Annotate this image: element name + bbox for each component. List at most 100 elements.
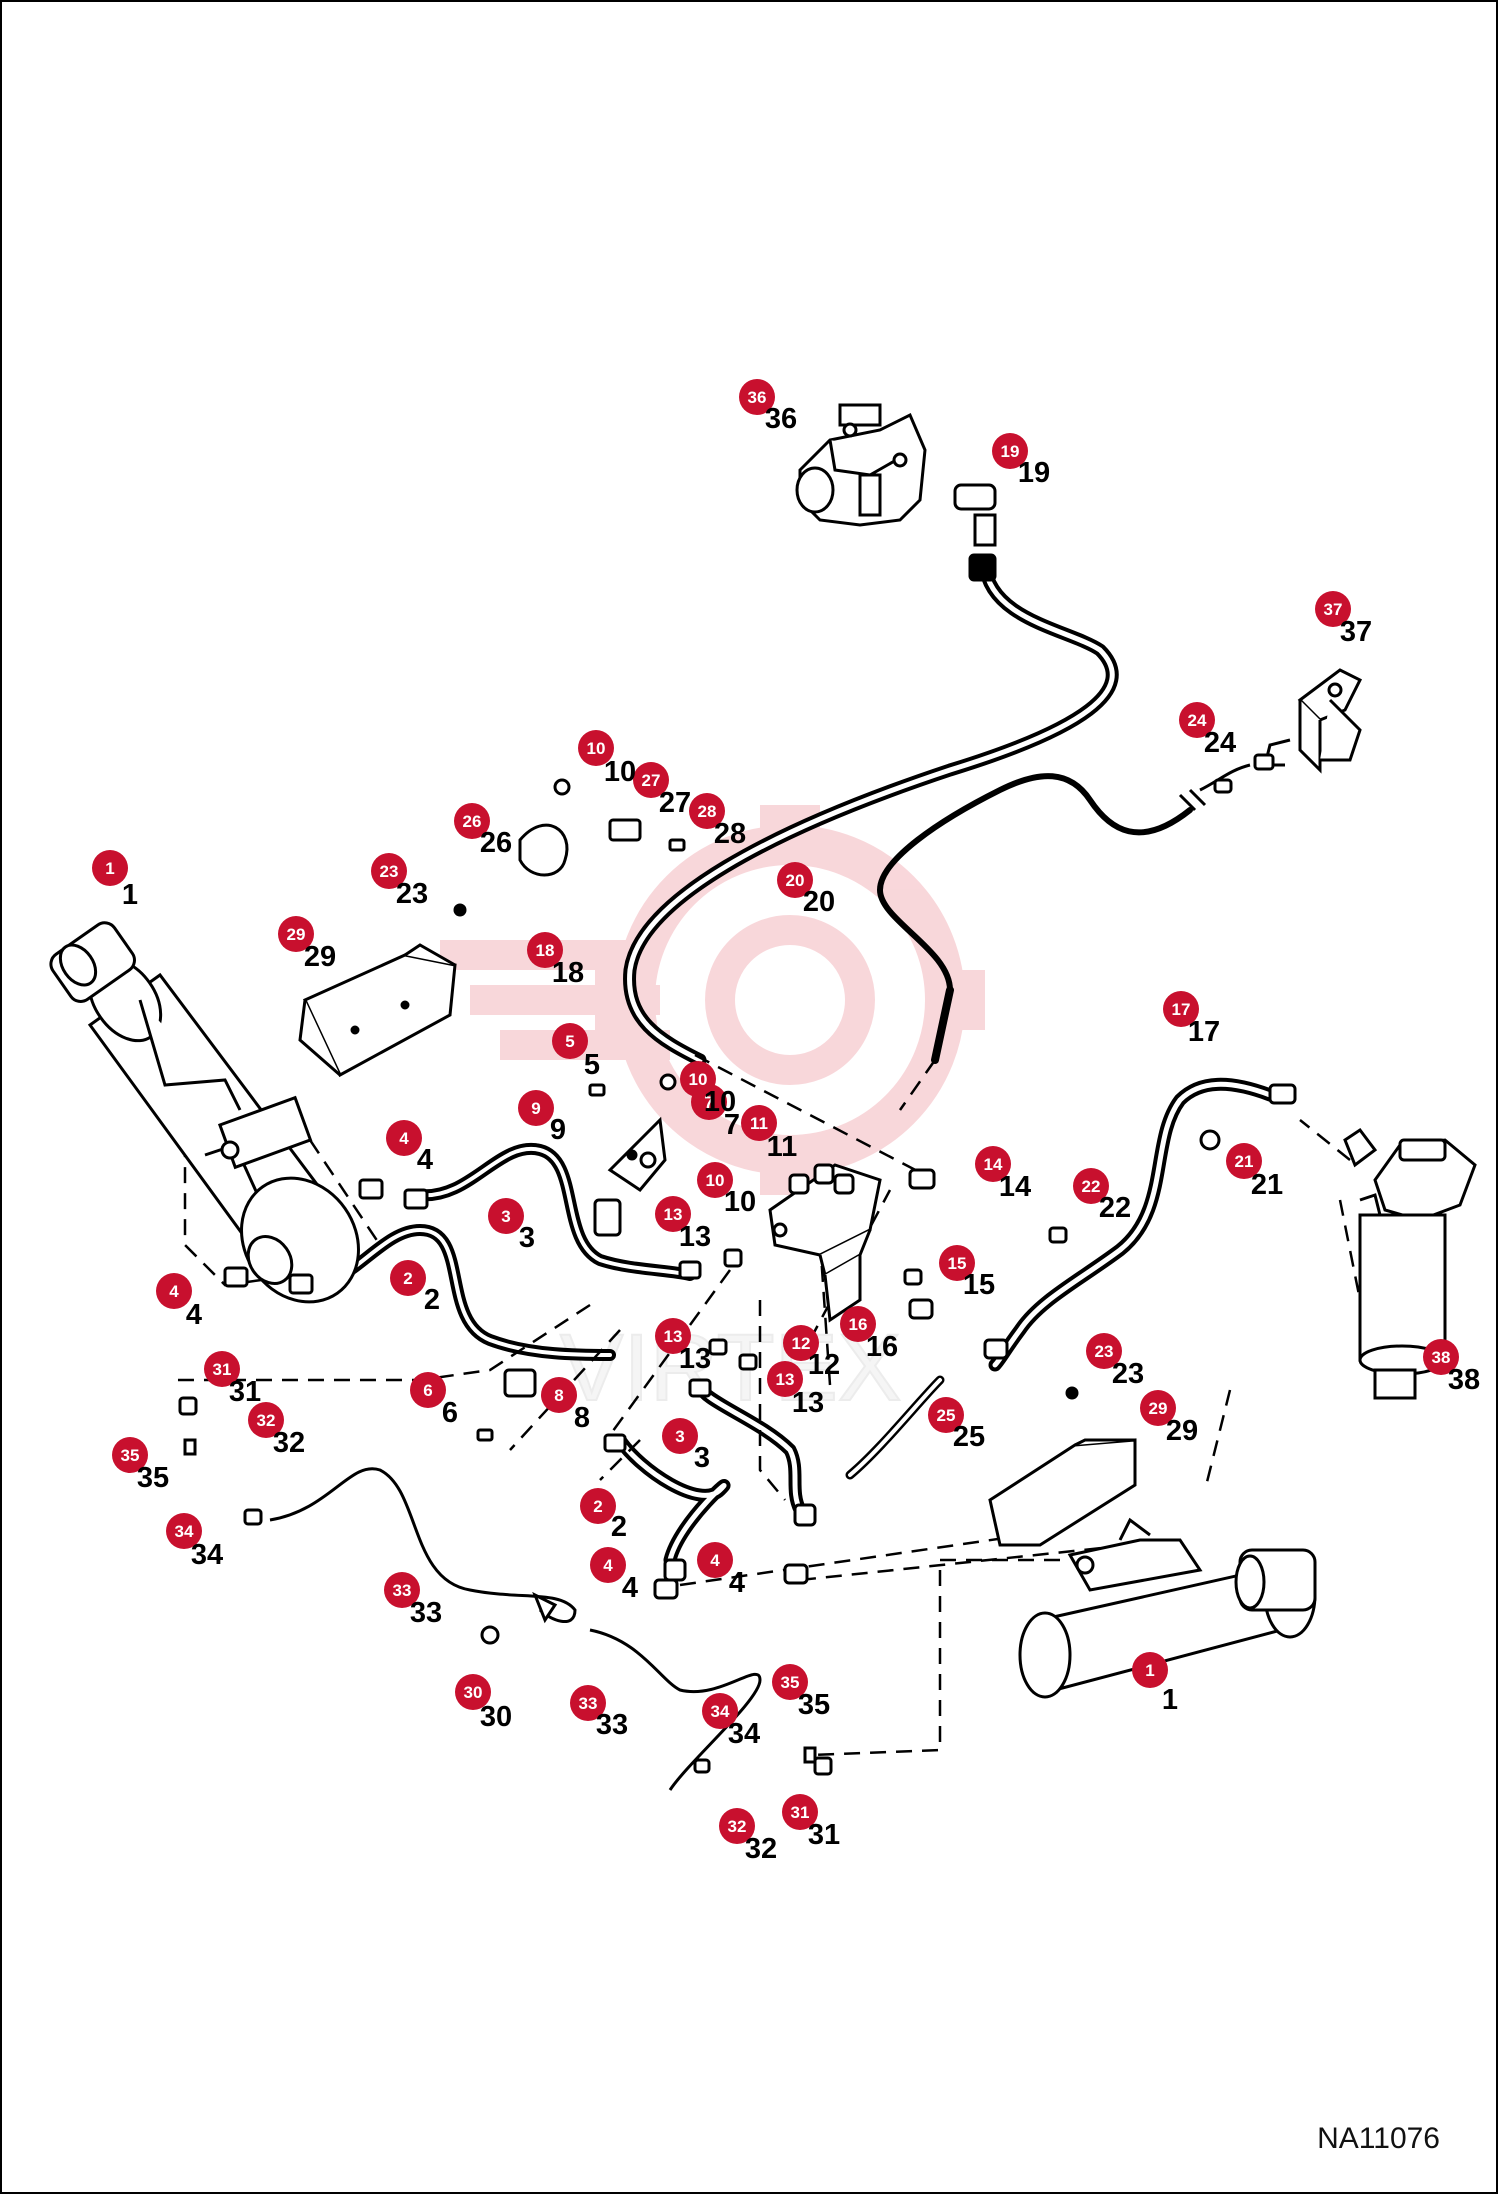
part-number-16: 16 xyxy=(866,1331,898,1363)
callout-3b: 3 xyxy=(662,1418,698,1454)
fitting-35a xyxy=(183,1438,197,1456)
callout-badge xyxy=(767,1361,803,1397)
callout-badge xyxy=(697,1162,733,1198)
fitting-34a xyxy=(243,1508,263,1526)
callout-number: 25 xyxy=(937,1406,956,1425)
callout-number: 31 xyxy=(213,1360,232,1379)
part-number-34a: 34 xyxy=(191,1539,223,1571)
fitting-4d xyxy=(783,1563,809,1585)
callout-badge xyxy=(689,793,725,829)
callout-36: 36 xyxy=(739,379,775,415)
callout-number: 20 xyxy=(786,871,805,890)
callout-20: 20 xyxy=(777,862,813,898)
cylinder-1-right xyxy=(1018,1517,1317,1699)
clamp-22 xyxy=(1048,1226,1068,1244)
part-number-14: 14 xyxy=(999,1171,1031,1203)
callout-32b: 32 xyxy=(719,1808,755,1844)
callout-31b: 31 xyxy=(782,1794,818,1830)
callout-badge xyxy=(570,1685,606,1721)
part-number-29a: 29 xyxy=(304,941,336,973)
part-number-21: 21 xyxy=(1251,1169,1283,1201)
part-number-32a: 32 xyxy=(273,1427,305,1459)
bolt-23b xyxy=(1065,1386,1079,1400)
callout-badge xyxy=(662,1418,698,1454)
callout-badge xyxy=(702,1693,738,1729)
part-number-31a: 31 xyxy=(229,1376,261,1408)
callout-badge xyxy=(166,1513,202,1549)
bolt-6 xyxy=(476,1428,494,1442)
nut-10b xyxy=(659,1073,677,1091)
fitting-4a xyxy=(358,1178,384,1200)
callout-badge xyxy=(1315,591,1351,627)
callout-number: 18 xyxy=(536,941,555,960)
part-number-37: 37 xyxy=(1340,616,1372,648)
callout-33b: 33 xyxy=(570,1685,606,1721)
callout-badge xyxy=(739,379,775,415)
callout-14: 14 xyxy=(975,1146,1011,1182)
callout-21: 21 xyxy=(1226,1143,1262,1179)
callout-4b: 4 xyxy=(156,1273,192,1309)
callout-1b: 1 xyxy=(1132,1652,1168,1688)
callout-22: 22 xyxy=(1073,1168,1109,1204)
callout-5: 5 xyxy=(552,1023,588,1059)
callout-badge xyxy=(655,1196,691,1232)
bolt-28 xyxy=(668,838,686,852)
callout-badge xyxy=(697,1542,733,1578)
callout-35b: 35 xyxy=(772,1664,808,1700)
part-number-25: 25 xyxy=(953,1421,985,1453)
bolt-23a xyxy=(453,903,467,917)
callout-badge xyxy=(992,433,1028,469)
callout-number: 23 xyxy=(1095,1342,1114,1361)
callout-number: 1 xyxy=(1145,1661,1154,1680)
part-number-24: 24 xyxy=(1204,727,1236,759)
part-number-34b: 34 xyxy=(728,1718,760,1750)
callout-31a: 31 xyxy=(204,1351,240,1387)
callout-badge xyxy=(248,1402,284,1438)
callout-29a: 29 xyxy=(278,916,314,952)
callout-number: 29 xyxy=(287,925,306,944)
fitting-13a xyxy=(678,1260,702,1280)
nut-10c xyxy=(639,1151,657,1169)
callout-badge xyxy=(1226,1143,1262,1179)
nut-10a xyxy=(553,778,571,796)
callout-number: 28 xyxy=(698,802,717,821)
callout-25: 25 xyxy=(928,1397,964,1433)
callout-badge xyxy=(518,1090,554,1126)
callout-badge xyxy=(719,1808,755,1844)
callout-number: 34 xyxy=(175,1522,194,1541)
callout-13a: 13 xyxy=(655,1196,691,1232)
callout-number: 23 xyxy=(380,862,399,881)
callout-badge xyxy=(783,1325,819,1361)
callout-30: 30 xyxy=(455,1674,491,1710)
callout-4c: 4 xyxy=(590,1547,626,1583)
callout-badge xyxy=(741,1105,777,1141)
callout-number: 10 xyxy=(706,1171,725,1190)
drawing-code: NA11076 xyxy=(1317,2122,1440,2155)
fitting-15 xyxy=(903,1268,923,1286)
part-number-8: 8 xyxy=(574,1402,590,1434)
callout-29b: 29 xyxy=(1140,1390,1176,1426)
part-number-7: 7 xyxy=(724,1109,740,1141)
part-number-28: 28 xyxy=(714,818,746,850)
cylinder-1-left xyxy=(49,921,360,1304)
callout-number: 38 xyxy=(1432,1348,1451,1367)
hose-17 xyxy=(988,1077,1277,1372)
callout-1: 1 xyxy=(92,850,128,886)
callout-number: 34 xyxy=(711,1702,730,1721)
callout-26: 26 xyxy=(454,803,490,839)
clip-30 xyxy=(480,1625,500,1645)
callout-number: 15 xyxy=(948,1254,967,1273)
callout-number: 24 xyxy=(1188,711,1207,730)
callout-badge xyxy=(1073,1168,1109,1204)
callout-4d: 4 xyxy=(697,1542,733,1578)
callout-number: 3 xyxy=(675,1427,684,1446)
part-number-13c: 13 xyxy=(792,1387,824,1419)
fitting-4c xyxy=(653,1578,679,1600)
callout-number: 31 xyxy=(791,1803,810,1822)
callout-badge xyxy=(541,1377,577,1413)
sensor-8 xyxy=(503,1368,537,1398)
part-number-4b: 4 xyxy=(186,1299,202,1331)
callout-38: 38 xyxy=(1423,1339,1459,1375)
part-number-1b: 1 xyxy=(1162,1684,1178,1716)
